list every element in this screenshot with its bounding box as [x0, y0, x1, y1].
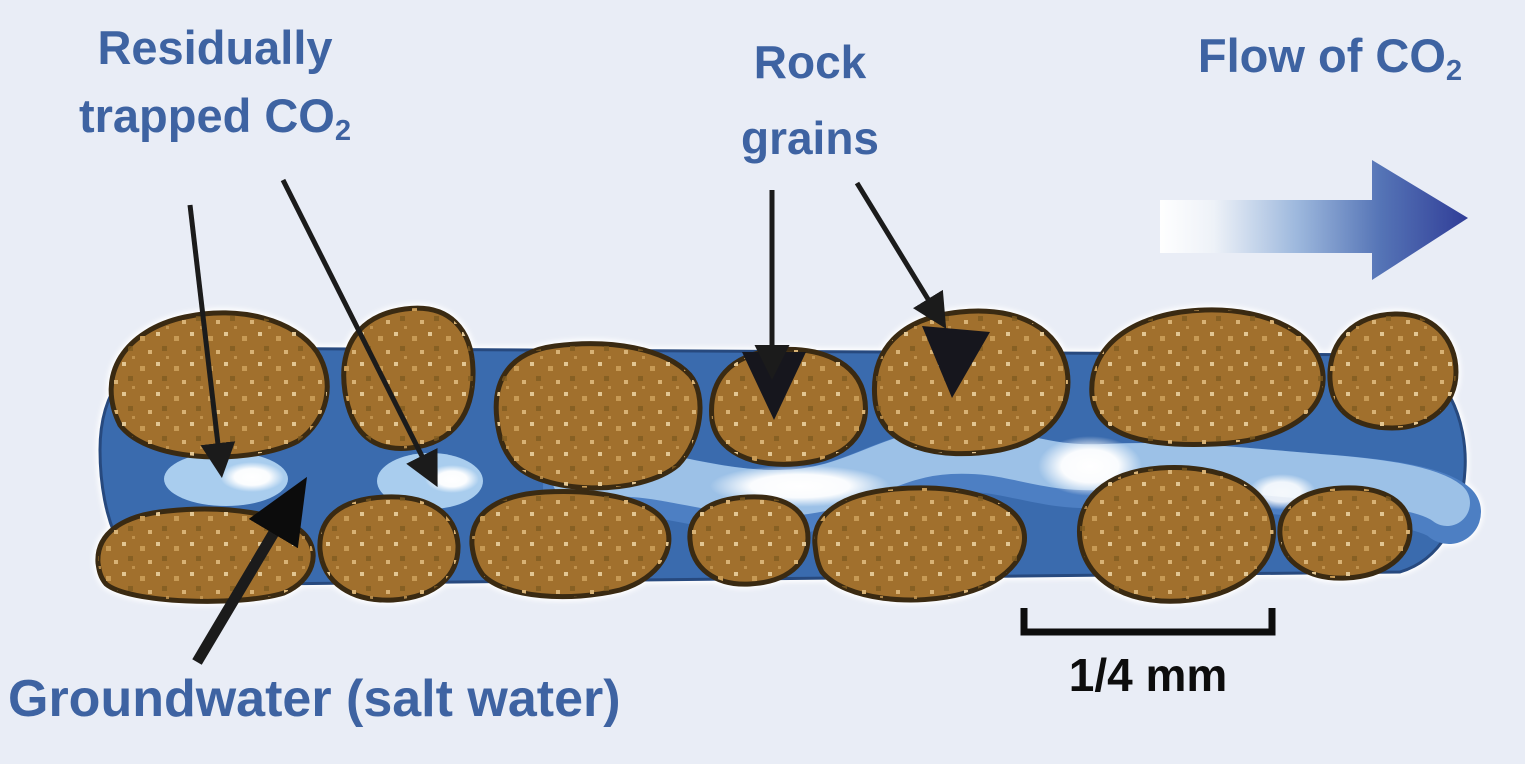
- label-rock-grains: Rock grains: [700, 24, 920, 176]
- label-line: Rock: [753, 36, 867, 88]
- residual-co2-arrow: [187, 204, 236, 478]
- label-groundwater: Groundwater (salt water): [8, 662, 621, 737]
- label-flow-of-co2: Flow of CO2: [1145, 22, 1515, 92]
- label-line: trapped CO: [78, 89, 335, 142]
- trapped-co2-bubble-highlight: [425, 465, 479, 493]
- flow-of-co2-arrow: [1160, 160, 1468, 280]
- rock-grain-arrow: [854, 181, 947, 329]
- residual-co2-arrow: [280, 178, 438, 488]
- label-line: Residually: [97, 21, 333, 74]
- co2-subscript: 2: [334, 115, 352, 148]
- rock-pore-band: [98, 308, 1481, 601]
- arrow-notch: [922, 326, 990, 398]
- scale-bar: [1020, 608, 1276, 636]
- groundwater-arrow: [192, 476, 307, 665]
- co2-subscript: 2: [1445, 55, 1463, 88]
- label-line: grains: [740, 112, 880, 164]
- trapped-co2-bubble-highlight: [220, 462, 284, 492]
- label-line: Flow of CO: [1197, 29, 1446, 82]
- label-scale-bar: 1/4 mm: [1022, 642, 1274, 709]
- label-residually-trapped-co2: Residually trapped CO2: [30, 14, 400, 165]
- label-line: Groundwater (salt water): [8, 670, 621, 728]
- label-line: 1/4 mm: [1068, 649, 1228, 701]
- pointer-arrows: [187, 178, 947, 665]
